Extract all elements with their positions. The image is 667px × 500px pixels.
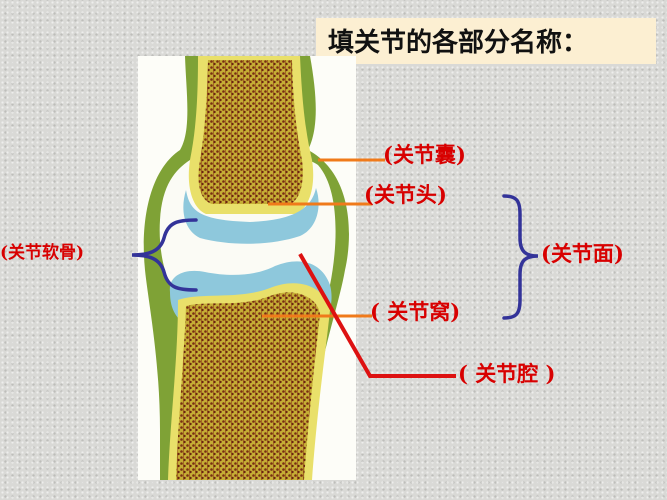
label-joint-socket-text: 关节窝	[387, 299, 451, 324]
label-paren-close: )	[613, 241, 624, 266]
leader-cavity	[298, 253, 456, 378]
label-joint-cavity: ( 关节腔 )	[458, 362, 556, 386]
articular-cartilage-upper	[183, 188, 319, 244]
label-articular-cartilage: (关节软骨)	[0, 241, 84, 265]
label-joint-socket: ( 关节窝)	[370, 300, 460, 324]
lower-bone-spongy	[176, 292, 320, 480]
label-paren-open: (	[364, 182, 374, 207]
label-paren-close: )	[450, 299, 461, 324]
label-articular-surface: (关节面)	[541, 242, 624, 266]
label-paren-close: )	[436, 182, 447, 207]
upper-bone-spongy	[198, 60, 303, 204]
label-paren-close: )	[455, 142, 466, 167]
label-articular-surface-text: 关节面	[550, 241, 614, 266]
label-joint-head: (关节头)	[364, 183, 447, 207]
surface-brace	[502, 194, 539, 320]
label-paren-open: (	[458, 361, 476, 386]
label-joint-capsule-text: 关节囊	[392, 142, 456, 167]
label-paren-close: )	[538, 361, 556, 386]
label-paren-open: (	[383, 142, 393, 167]
label-paren-close: )	[76, 243, 85, 263]
label-paren-open: (	[541, 241, 551, 266]
label-paren-open: (	[370, 299, 388, 324]
label-joint-capsule: (关节囊)	[383, 143, 466, 167]
label-paren-open: (	[0, 243, 9, 263]
label-articular-cartilage-text: 关节软骨	[8, 243, 77, 263]
label-joint-head-text: 关节头	[373, 182, 437, 207]
cartilage-brace	[131, 218, 198, 292]
label-joint-cavity-text: 关节腔	[475, 361, 539, 386]
page-title: 填关节的各部分名称：	[316, 18, 656, 64]
